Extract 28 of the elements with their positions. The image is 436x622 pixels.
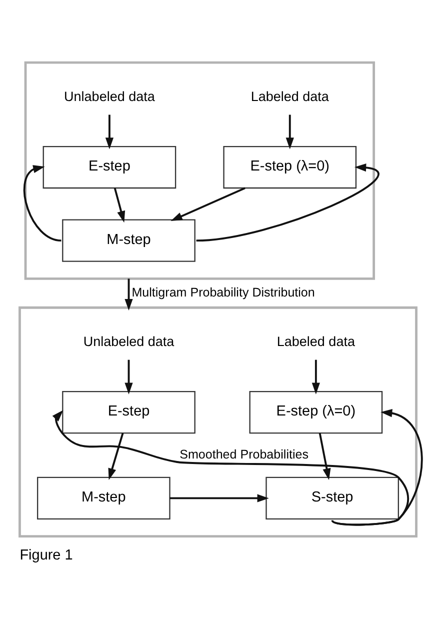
cluster [18,306,418,537]
edge-label: Multigram Probability Distribution [132,284,315,299]
node-box: E-step (λ=0) [223,145,357,188]
arrow [114,187,126,222]
edge-label: Smoothed Probabilities [180,447,308,462]
node-box: E-step [42,145,176,188]
node-text: Unlabeled data [83,333,174,348]
arrow [124,278,133,310]
caption: Figure 1 [20,546,73,563]
arrow [124,359,133,394]
arrow [105,114,114,149]
arrow [286,114,294,149]
arrow [170,494,269,502]
arrow [170,186,246,221]
node-text: Unlabeled data [64,88,155,104]
node-text: Labeled data [250,88,329,104]
arrow [52,410,409,526]
node-text: Labeled data [276,333,355,348]
arrow [23,164,62,242]
arrow [108,432,124,480]
arrow [196,163,380,242]
arrow [318,432,331,480]
node-box: M-step [37,476,170,520]
node-box: E-step (λ=0) [249,390,383,434]
node-box: S-step [266,476,399,520]
node-box: E-step [62,390,196,434]
arrow [312,359,320,394]
node-box: M-step [62,218,196,262]
